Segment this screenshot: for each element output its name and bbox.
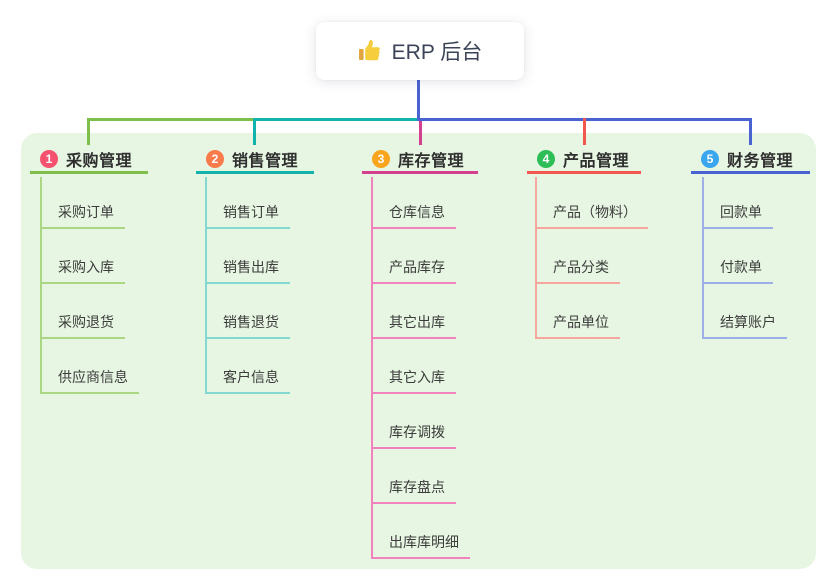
root-title: ERP 后台 <box>391 41 483 64</box>
branch-drop-line <box>253 118 256 145</box>
branch-drop-line <box>749 118 752 145</box>
root-connector-line <box>417 80 420 121</box>
child-node[interactable]: 结算账户 <box>702 312 787 339</box>
child-node[interactable]: 产品库存 <box>371 257 456 284</box>
root-node[interactable]: ERP 后台 <box>316 22 524 80</box>
branch-number-badge: 5 <box>701 150 719 168</box>
connector-bus-segment <box>254 118 418 121</box>
branch-spine-line <box>371 177 373 559</box>
branch-node[interactable]: 3 库存管理 <box>362 147 478 174</box>
branch-node[interactable]: 5 财务管理 <box>691 147 810 174</box>
branch-number-badge: 2 <box>206 150 224 168</box>
branch-number-badge: 4 <box>537 150 555 168</box>
branch-number-badge: 3 <box>372 150 390 168</box>
thumbs-up-icon <box>358 39 382 63</box>
branch-drop-line <box>419 121 422 145</box>
child-node[interactable]: 销售退货 <box>205 312 290 339</box>
branch-label: 采购管理 <box>66 153 133 170</box>
branch-spine-line <box>535 177 537 339</box>
branch-drop-line <box>87 118 90 145</box>
branch-label: 销售管理 <box>232 153 299 170</box>
child-node[interactable]: 回款单 <box>702 202 773 229</box>
child-node[interactable]: 其它出库 <box>371 312 456 339</box>
branches-panel <box>21 133 816 569</box>
child-node[interactable]: 销售出库 <box>205 257 290 284</box>
branch-node[interactable]: 2 销售管理 <box>196 147 314 174</box>
branch-node[interactable]: 4 产品管理 <box>527 147 641 174</box>
branch-label: 财务管理 <box>727 153 794 170</box>
child-node[interactable]: 产品单位 <box>535 312 620 339</box>
branch-drop-line <box>583 118 586 145</box>
child-node[interactable]: 采购退货 <box>40 312 125 339</box>
child-node[interactable]: 库存盘点 <box>371 477 456 504</box>
child-node[interactable]: 其它入库 <box>371 367 456 394</box>
connector-bus-segment <box>87 118 254 121</box>
child-node[interactable]: 采购入库 <box>40 257 125 284</box>
child-node[interactable]: 出库库明细 <box>371 532 470 559</box>
branch-number-badge: 1 <box>40 150 58 168</box>
child-node[interactable]: 付款单 <box>702 257 773 284</box>
child-node[interactable]: 销售订单 <box>205 202 290 229</box>
branch-node[interactable]: 1 采购管理 <box>30 147 148 174</box>
child-node[interactable]: 客户信息 <box>205 367 290 394</box>
branch-spine-line <box>40 177 42 394</box>
branch-label: 库存管理 <box>398 153 465 170</box>
child-node[interactable]: 供应商信息 <box>40 367 139 394</box>
child-node[interactable]: 仓库信息 <box>371 202 456 229</box>
child-node[interactable]: 库存调拨 <box>371 422 456 449</box>
branch-label: 产品管理 <box>563 153 630 170</box>
branch-spine-line <box>205 177 207 394</box>
child-node[interactable]: 产品分类 <box>535 257 620 284</box>
child-node[interactable]: 产品（物料） <box>535 202 648 229</box>
branch-spine-line <box>702 177 704 339</box>
child-node[interactable]: 采购订单 <box>40 202 125 229</box>
